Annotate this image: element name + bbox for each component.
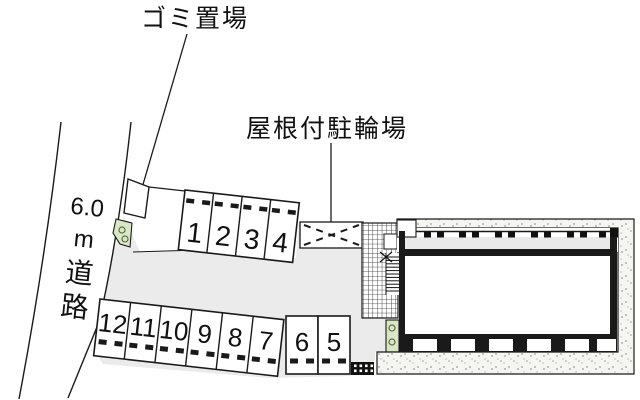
road-edge-left bbox=[18, 121, 62, 400]
parking-space-number: 1 bbox=[185, 217, 204, 250]
pavement-edge-line bbox=[132, 249, 183, 253]
parking-space-number: 5 bbox=[327, 327, 341, 357]
space-divider bbox=[246, 316, 254, 373]
garbage-area bbox=[112, 33, 188, 253]
parking-space-number: 4 bbox=[271, 226, 290, 259]
building bbox=[376, 218, 635, 375]
grate-icon bbox=[351, 362, 374, 375]
road-label-line-2: m bbox=[72, 225, 95, 254]
parking-row-bottom-tilted: 12 11 10 9 8 7 bbox=[92, 298, 285, 378]
parking-space-number: 8 bbox=[227, 322, 245, 353]
road: 6.0 m 道 路 bbox=[18, 121, 132, 400]
building-wall-top bbox=[400, 249, 613, 256]
parking-row-bottom-straight: 6 5 bbox=[285, 315, 351, 375]
parking-space-number: 12 bbox=[97, 307, 129, 340]
space-dashes bbox=[290, 358, 346, 364]
parking-space-number: 6 bbox=[295, 327, 309, 357]
elevator-box bbox=[383, 233, 398, 250]
space-divider bbox=[234, 196, 243, 257]
building-wall-left bbox=[399, 231, 405, 352]
garbage-area-label: ゴミ置場 bbox=[141, 5, 249, 33]
space-dashes bbox=[185, 198, 297, 215]
road-width-label: 6.0 m 道 路 bbox=[59, 193, 105, 324]
space-divider bbox=[215, 312, 224, 370]
space-divider bbox=[184, 309, 193, 367]
window-marks bbox=[424, 228, 618, 238]
balcony-floor bbox=[400, 237, 612, 251]
bike-parking-area bbox=[299, 143, 364, 249]
parking-space-number: 3 bbox=[242, 223, 261, 256]
door-openings bbox=[413, 339, 616, 351]
building-wall-right bbox=[610, 237, 617, 352]
road-label-line-4: 路 bbox=[59, 290, 90, 324]
parking-space-number: 11 bbox=[128, 311, 158, 344]
parking-row-top: 1 2 3 4 bbox=[177, 189, 301, 264]
parking-space-number: 10 bbox=[158, 314, 190, 347]
space-divider bbox=[123, 302, 132, 360]
parking-space-number: 7 bbox=[257, 325, 275, 356]
bike-parking-label: 屋根付駐輪場 bbox=[246, 115, 408, 143]
space-divider bbox=[206, 193, 215, 253]
bike-cross-marking bbox=[303, 224, 360, 246]
road-label-line-3: 道 bbox=[64, 256, 95, 290]
garbage-leader-line bbox=[136, 33, 188, 206]
parking-space-number: 2 bbox=[214, 220, 233, 253]
parking-space-number: 9 bbox=[196, 318, 214, 349]
parking-space-box bbox=[285, 315, 319, 375]
road-label-line-1: 6.0 bbox=[69, 193, 105, 223]
space-divider bbox=[154, 305, 163, 363]
building-interior bbox=[405, 256, 610, 334]
garbage-enclosure bbox=[123, 178, 150, 219]
space-dashes bbox=[98, 339, 277, 364]
parking-space-box bbox=[317, 315, 351, 375]
shrub-icon bbox=[112, 218, 133, 248]
enclosure-connector-line bbox=[148, 186, 186, 192]
space-divider bbox=[263, 199, 272, 260]
planter-strip bbox=[385, 319, 400, 353]
